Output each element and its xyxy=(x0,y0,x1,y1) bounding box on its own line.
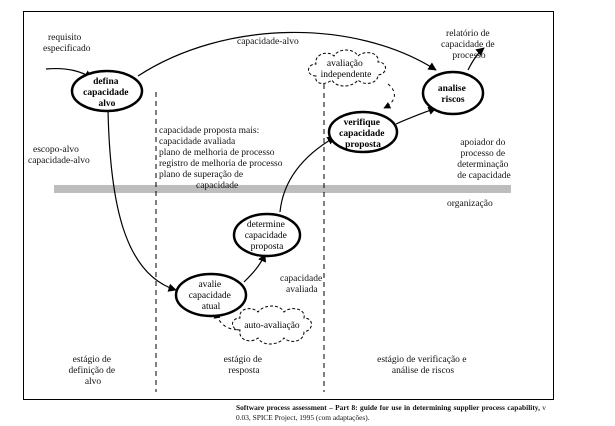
label-organizacao: organização xyxy=(447,199,493,209)
cloud-auto-avaliacao xyxy=(232,305,312,345)
cloud-independente-label: avaliação independente xyxy=(321,59,372,80)
label-apoiador: apoiador do processo de determinação de … xyxy=(457,138,511,181)
label-requisito-especificado: requisito especificado xyxy=(43,33,91,54)
cloud-auto-label: auto-avaliação xyxy=(244,321,300,331)
label-capacidade-proposta-list: capacidade proposta mais: capacidade ava… xyxy=(159,126,285,191)
node-defina-label: defina capacidade alvo xyxy=(83,77,131,109)
cloud-avaliacao-independente xyxy=(308,49,386,87)
label-capacidade-alvo-top: capacidade-alvo xyxy=(237,37,299,47)
caption-source: v 0.03, SPICE Project, 1995 (com adaptaç… xyxy=(236,403,546,422)
label-relatorio: relatório de capacidade de processo xyxy=(441,29,497,61)
node-determine-label: determine capacidade proposta xyxy=(245,220,290,252)
label-capacidade-avaliada: capacidade avaliada xyxy=(280,274,325,295)
caption-title: Software process assessment – Part 8: gu… xyxy=(236,403,540,412)
node-verifique xyxy=(327,110,399,154)
label-estagio-definicao: estágio de definição de alvo xyxy=(68,355,117,387)
figure-caption: Software process assessment – Part 8: gu… xyxy=(236,403,546,423)
process-diagram: defina capacidade alvo analise riscos ve… xyxy=(28,29,511,392)
node-avalie-label: avalie capacidade atual xyxy=(189,280,234,312)
node-analise xyxy=(421,70,485,116)
node-analise-label: analise riscos xyxy=(438,84,468,105)
label-escopo-alvo: escopo-alvo capacidade-alvo xyxy=(28,145,90,166)
node-verifique-label: verifique capacidade proposta xyxy=(339,118,387,150)
label-estagio-verificacao: estágio de verificação e análise de risc… xyxy=(377,354,469,376)
arrow-determine-to-verifique xyxy=(279,136,336,213)
arrow-defina-to-avalie xyxy=(107,109,177,292)
label-estagio-resposta: estágio de resposta xyxy=(224,355,265,376)
node-avalie xyxy=(174,272,248,318)
arrow-analise-to-relatorio xyxy=(467,47,485,71)
organization-boundary-bar xyxy=(54,185,511,193)
arrow-defina-to-analise xyxy=(137,31,437,77)
arrow-independente-to-verifique xyxy=(383,83,395,109)
node-determine xyxy=(232,212,302,258)
node-defina xyxy=(70,69,144,113)
figure-frame: defina capacidade alvo analise riscos ve… xyxy=(23,11,554,400)
arrow-avalie-to-determine xyxy=(243,253,266,283)
arrow-verifique-to-analise xyxy=(395,106,437,125)
